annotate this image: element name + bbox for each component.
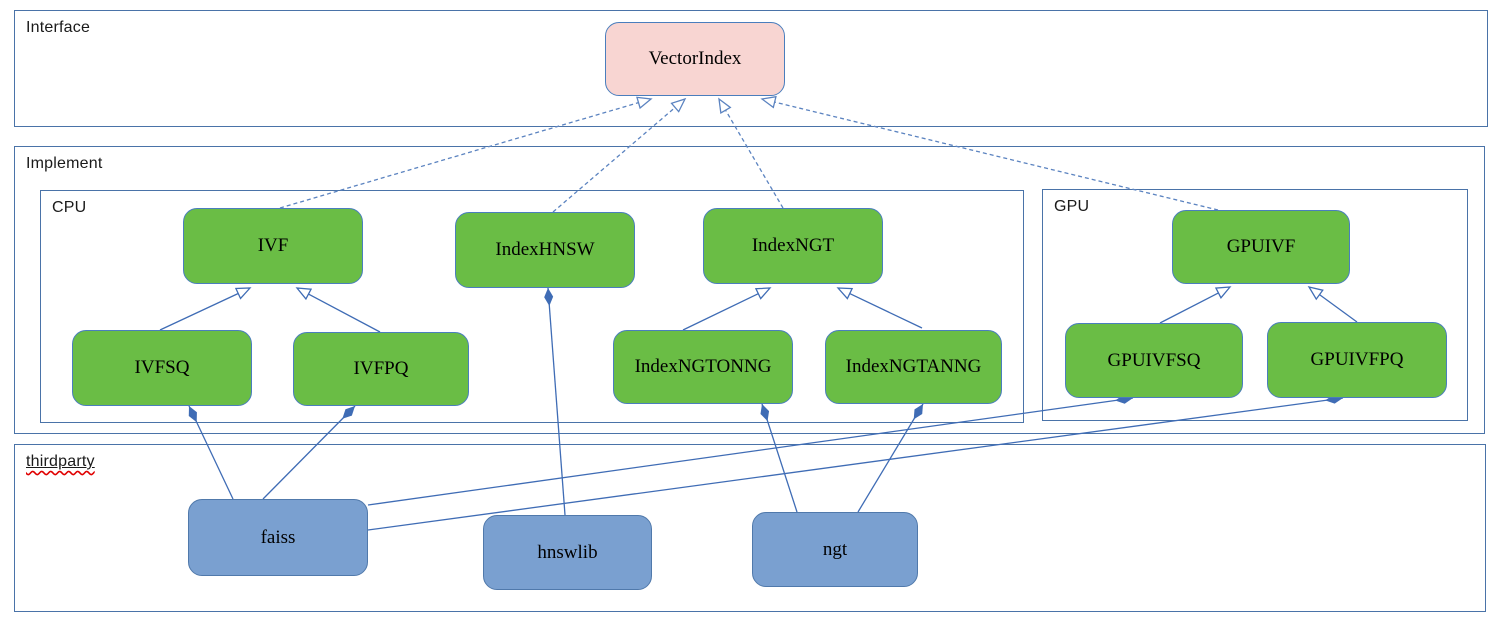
node-ivfsq[interactable]: IVFSQ xyxy=(72,330,252,406)
node-ngt[interactable]: ngt xyxy=(752,512,918,587)
section-gpu-label: GPU xyxy=(1054,198,1090,215)
section-interface[interactable]: Interface xyxy=(14,10,1488,127)
node-indexhnsw-label: IndexHNSW xyxy=(495,239,595,260)
node-gpuivf-label: GPUIVF xyxy=(1226,236,1296,257)
edge-indexngt-vectorindex-realizes xyxy=(718,97,784,209)
node-gpuivfsq[interactable]: GPUIVFSQ xyxy=(1065,323,1243,398)
edge-indexhnsw-hnswlib-composes xyxy=(544,287,566,516)
section-implement-label: Implement xyxy=(26,155,103,172)
node-vectorindex-label: VectorIndex xyxy=(648,48,742,69)
edge-indexngtonng-indexngt-extends xyxy=(682,287,772,331)
edge-indexhnsw-vectorindex-realizes xyxy=(552,97,687,213)
edge-ivf-vectorindex-realizes xyxy=(279,96,653,209)
edge-indexngtanng-ngt-composes xyxy=(857,403,924,513)
edge-gpuivfpq-gpuivf-extends xyxy=(1307,286,1358,323)
edge-indexngtonng-ngt-composes xyxy=(760,403,798,513)
node-faiss-label: faiss xyxy=(260,526,296,548)
node-ivfpq[interactable]: IVFPQ xyxy=(293,332,469,406)
edge-ivfpq-ivf-extends xyxy=(295,287,381,333)
node-ivfpq-label: IVFPQ xyxy=(353,358,409,379)
node-faiss[interactable]: faiss xyxy=(188,499,368,576)
node-ivf-label: IVF xyxy=(257,235,289,256)
node-gpuivfpq[interactable]: GPUIVFPQ xyxy=(1267,322,1447,398)
node-hnswlib[interactable]: hnswlib xyxy=(483,515,652,590)
node-gpuivfsq-label: GPUIVFSQ xyxy=(1107,349,1201,371)
node-ivfsq-label: IVFSQ xyxy=(134,357,190,378)
node-indexngtonng[interactable]: IndexNGTONNG xyxy=(613,330,793,404)
edge-ivfsq-faiss-composes xyxy=(188,405,234,500)
node-indexngtanng-label: IndexNGTANNG xyxy=(845,356,982,377)
section-implement[interactable]: Implement xyxy=(14,146,1485,434)
section-cpu-label: CPU xyxy=(52,199,87,216)
section-gpu[interactable]: GPU xyxy=(1042,189,1468,421)
edge-gpuivfpq-faiss-composes xyxy=(367,394,1344,531)
section-thirdparty-label: thirdparty xyxy=(26,453,95,470)
edge-ivfpq-faiss-composes xyxy=(262,405,356,500)
node-indexngtonng-label: IndexNGTONNG xyxy=(634,356,772,377)
node-ngt-label: ngt xyxy=(822,538,848,560)
node-indexngtanng[interactable]: IndexNGTANNG xyxy=(825,330,1002,404)
node-hnswlib-label: hnswlib xyxy=(537,541,598,563)
node-ivf[interactable]: IVF xyxy=(183,208,363,284)
edge-gpuivf-vectorindex-realizes xyxy=(760,95,1219,211)
edge-gpuivfsq-faiss-composes xyxy=(367,394,1134,506)
node-indexngt[interactable]: IndexNGT xyxy=(703,208,883,284)
edge-ivfsq-ivf-extends xyxy=(159,287,252,331)
node-vectorindex[interactable]: VectorIndex xyxy=(605,22,785,96)
node-indexngt-label: IndexNGT xyxy=(751,235,835,256)
section-interface-label: Interface xyxy=(26,19,91,36)
node-gpuivf[interactable]: GPUIVF xyxy=(1172,210,1350,284)
node-indexhnsw[interactable]: IndexHNSW xyxy=(455,212,635,288)
section-thirdparty[interactable]: thirdparty xyxy=(14,444,1486,612)
edge-gpuivfsq-gpuivf-extends xyxy=(1159,286,1232,324)
section-cpu[interactable]: CPU xyxy=(40,190,1024,423)
edge-indexngtanng-indexngt-extends xyxy=(836,287,923,329)
node-gpuivfpq-label: GPUIVFPQ xyxy=(1310,349,1404,370)
